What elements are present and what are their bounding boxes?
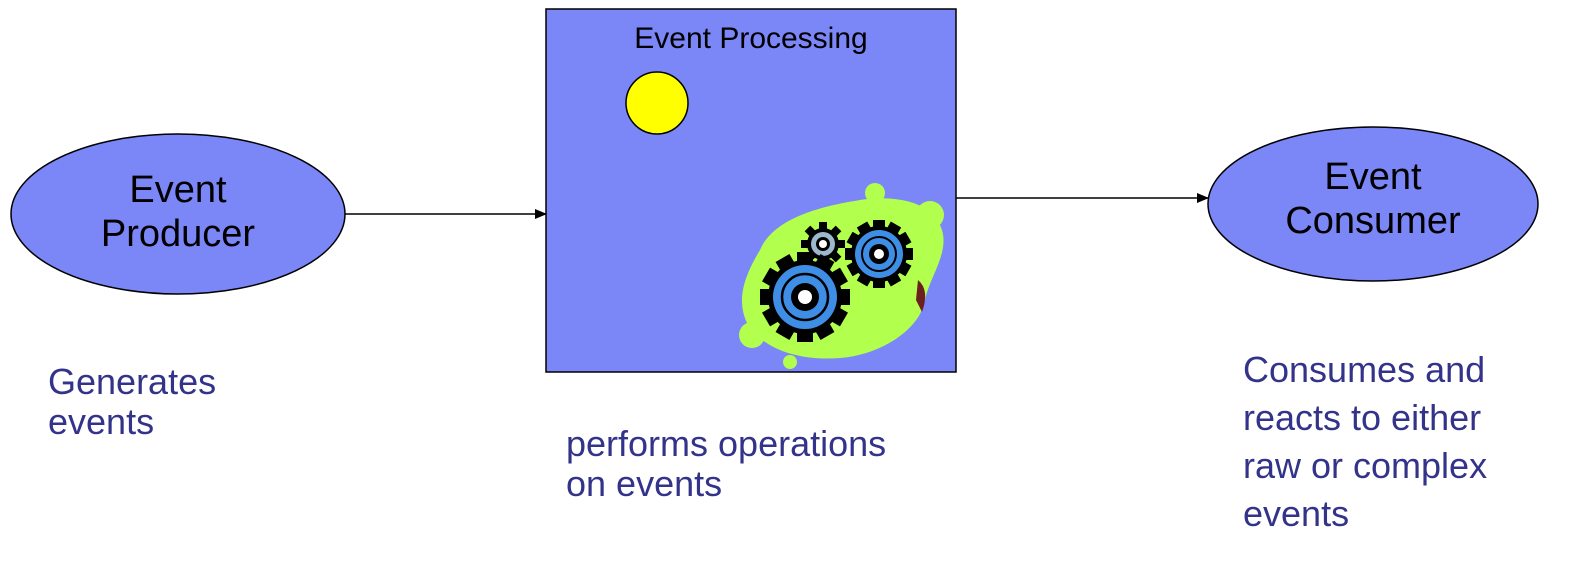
- gears-icon: [739, 183, 944, 369]
- event-consumer-label-line2: Consumer: [1285, 200, 1461, 242]
- producer-caption-line2: events: [48, 401, 155, 442]
- processing-caption-line1: performs operations: [566, 423, 887, 464]
- event-producer-label-line2: Producer: [100, 213, 256, 255]
- producer-caption: Generates events: [48, 362, 216, 442]
- consumer-caption: Consumes and reacts to either raw or com…: [1243, 346, 1487, 538]
- processing-caption: performs operations on events: [566, 424, 886, 504]
- consumer-caption-line4: events: [1243, 493, 1350, 534]
- consumer-caption-line1: Consumes and: [1243, 349, 1486, 390]
- processing-caption-line2: on events: [566, 463, 723, 504]
- consumer-caption-line3: raw or complex: [1243, 445, 1488, 486]
- event-consumer-label-line1: Event: [1324, 156, 1422, 198]
- event-processing-title: Event Processing: [634, 22, 868, 55]
- consumer-caption-line2: reacts to either: [1243, 397, 1482, 438]
- producer-caption-line1: Generates: [48, 361, 217, 402]
- sun-icon: [625, 71, 689, 135]
- event-producer-label: Event Producer: [98, 168, 258, 256]
- event-consumer-node: [1207, 126, 1539, 282]
- event-consumer-label: Event Consumer: [1258, 155, 1488, 243]
- event-producer-label-line1: Event: [129, 169, 227, 211]
